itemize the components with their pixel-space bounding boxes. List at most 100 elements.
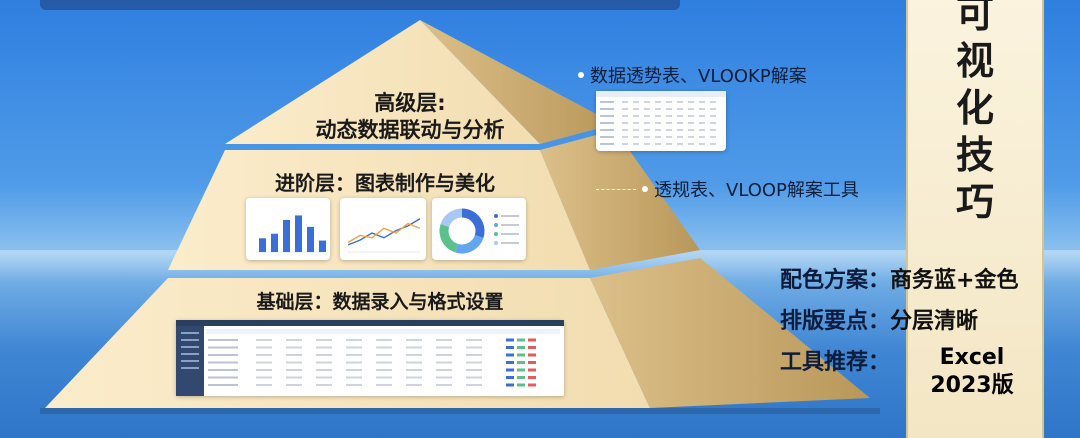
cell [600,101,614,103]
legend-text-line [501,233,519,235]
side-title-char: 巧 [955,179,994,224]
cell [346,384,362,386]
bar [307,226,314,252]
cell [710,115,716,117]
cell [633,129,639,131]
tool-label: 工具推荐： [780,350,891,375]
cell [666,143,672,145]
cell [436,369,452,371]
cell [699,122,705,124]
cell [644,136,650,138]
cell [256,384,272,386]
cell [699,136,705,138]
cell [699,108,705,110]
cell [622,101,628,103]
cell [406,361,422,364]
layout-label: 排版要点： [780,309,891,334]
cell [208,346,238,349]
cell [633,108,639,110]
side-title-char: 视 [955,38,994,83]
pyramid-top-face [225,20,540,144]
tag [517,353,525,357]
tag [517,338,525,342]
cell [208,384,238,386]
cell [406,346,422,349]
cell [622,115,628,117]
cell [710,122,716,124]
cell [633,122,639,124]
legend-text-line [501,215,519,217]
cell [436,384,452,386]
cell [346,346,362,349]
side-title-column [906,0,1044,438]
side-title: 可 视 化 技 巧 [906,0,1044,225]
cell [376,339,392,341]
legend-text-line [501,224,519,226]
tag [506,361,514,364]
tag [506,383,514,387]
cell [466,339,482,341]
cell [466,376,482,379]
cell [376,361,392,364]
cell [633,136,639,138]
top-layer-annotation: 数据透势表、VLOOKP解案 [578,62,807,88]
cell [688,108,694,110]
cell [376,354,392,356]
cell [677,122,683,124]
bar [271,233,278,252]
cell [256,361,272,364]
bullet-dot [642,186,648,192]
cell [256,346,272,349]
bar [319,240,326,252]
donut-slice [439,224,459,253]
leader-line [596,188,636,190]
cell [677,115,683,117]
cell [655,101,661,103]
cell [600,143,614,145]
cell [710,129,716,131]
tag [528,368,536,372]
cell [256,369,272,371]
cell [376,384,392,386]
cell [710,136,716,138]
tag [506,338,514,342]
cell [666,115,672,117]
cell [406,369,422,371]
cell [622,108,628,110]
bar-chart [256,215,326,253]
cell [644,122,650,124]
cell [286,384,302,386]
cell [655,108,661,110]
cell [677,101,683,103]
middle-layer-title: 进阶层：图表制作与美化 [275,171,495,195]
pyramid-bottom-side [590,258,870,408]
cell [286,376,302,379]
layout-row: 排版要点：分层清晰 [780,303,978,335]
cell [316,354,332,356]
cell [666,122,672,124]
cell [677,129,683,131]
cell [466,369,482,371]
cell [688,143,694,145]
cell [406,339,422,341]
tag [528,376,536,379]
cell [600,115,614,117]
legend-text-line [501,242,519,244]
pyramid-top-side [420,20,615,144]
bottom-layer-title: 基础层：数据录入与格式设置 [256,291,504,313]
bullet-dot [578,72,584,78]
tag [528,338,536,342]
legend-swatch [494,241,498,245]
cell [316,369,332,371]
tool-row: 工具推荐： [780,344,890,376]
tag [517,346,525,349]
cell [256,339,272,341]
cell [622,122,628,124]
color-scheme-value: 商务蓝+金色 [890,268,1019,293]
cell [466,384,482,386]
cell [376,369,392,371]
cell [286,339,302,341]
cell [633,115,639,117]
cell [436,339,452,341]
cell [346,361,362,364]
